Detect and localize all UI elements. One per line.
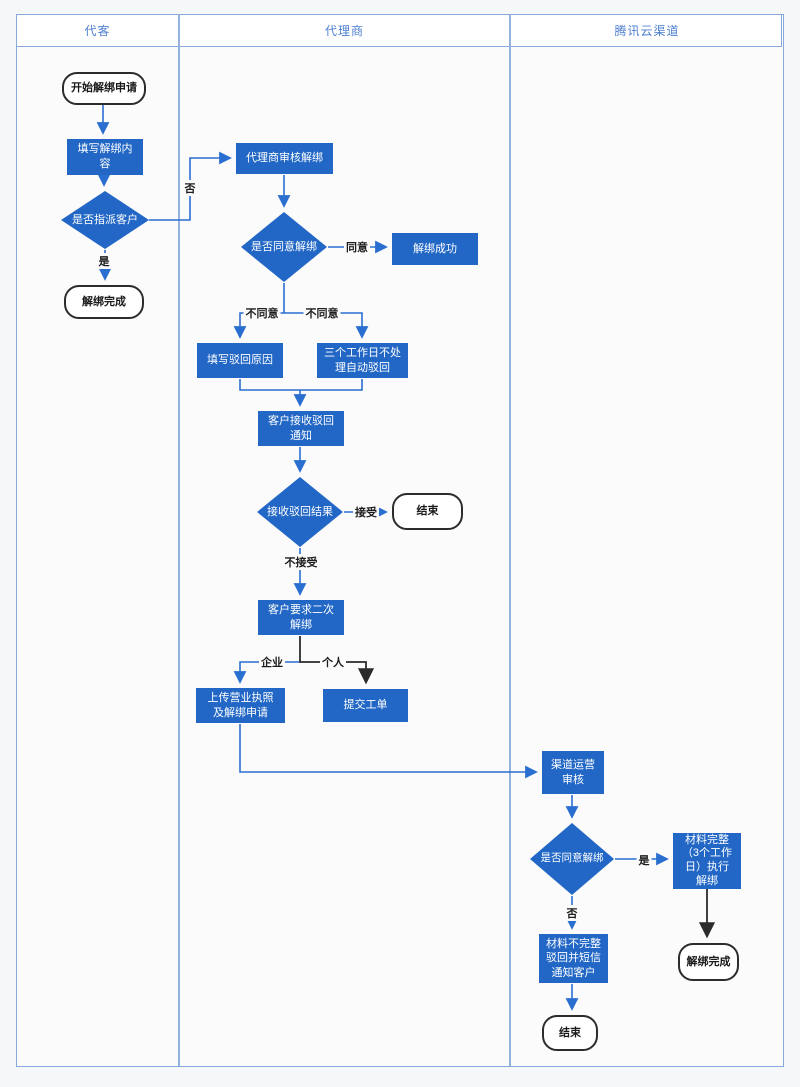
edge-label-accept: 接受 xyxy=(353,504,379,520)
edge-label-disagree-left: 不同意 xyxy=(243,305,281,321)
edge-label-no-2: 否 xyxy=(564,905,580,921)
lane-divider-2 xyxy=(509,14,511,1066)
lane-header-customer: 代客 xyxy=(84,24,111,38)
node-complete-execute-unbind: 材料完整 （3个工作 日）执行 解绑 xyxy=(673,833,741,889)
node-end-2: 结束 xyxy=(542,1015,598,1051)
edge-label-agree: 同意 xyxy=(344,239,370,255)
edge-label-yes-2: 是 xyxy=(636,852,652,868)
node-incomplete-reject-notify: 材料不完整 驳回并短信 通知客户 xyxy=(539,934,608,983)
node-channel-review: 渠道运营 审核 xyxy=(542,751,604,794)
lane-header-agent: 代理商 xyxy=(324,24,364,38)
blue-edges xyxy=(96,105,669,1011)
edge-label-enterprise: 企业 xyxy=(259,654,285,670)
lane-header-tencent-channel: 腾讯云渠道 xyxy=(614,24,680,38)
node-agent-review: 代理商审核解绑 xyxy=(236,143,333,174)
node-submit-ticket: 提交工单 xyxy=(323,689,408,722)
node-upload-license: 上传营业执照 及解绑申请 xyxy=(196,688,285,723)
node-reject-reason: 填写驳回原因 xyxy=(197,343,283,378)
black-edges xyxy=(299,636,716,939)
node-unbind-success: 解绑成功 xyxy=(392,233,478,265)
edge-label-yes-1: 是 xyxy=(96,253,112,269)
node-fill-unbind-content: 填写解绑内 容 xyxy=(67,139,143,175)
edge-label-disagree-right: 不同意 xyxy=(303,305,341,321)
node-notify-reject: 客户接收驳回 通知 xyxy=(258,411,344,446)
edge-label-no-1: 否 xyxy=(182,180,198,196)
diagram-frame xyxy=(16,14,784,1067)
node-unbind-complete-2: 解绑完成 xyxy=(678,943,739,981)
edge-label-not-accept: 不接受 xyxy=(282,554,320,570)
node-start-terminal: 开始解绑申请 xyxy=(62,72,146,105)
node-second-unbind-request: 客户要求二次 解绑 xyxy=(258,600,344,635)
node-auto-reject: 三个工作日不处 理自动驳回 xyxy=(317,343,408,378)
node-unbind-complete-1: 解绑完成 xyxy=(64,285,144,319)
lane-divider-1 xyxy=(178,14,180,1066)
node-end-1: 结束 xyxy=(392,493,463,530)
lane-header-row xyxy=(16,14,782,47)
edge-label-personal: 个人 xyxy=(320,654,346,670)
